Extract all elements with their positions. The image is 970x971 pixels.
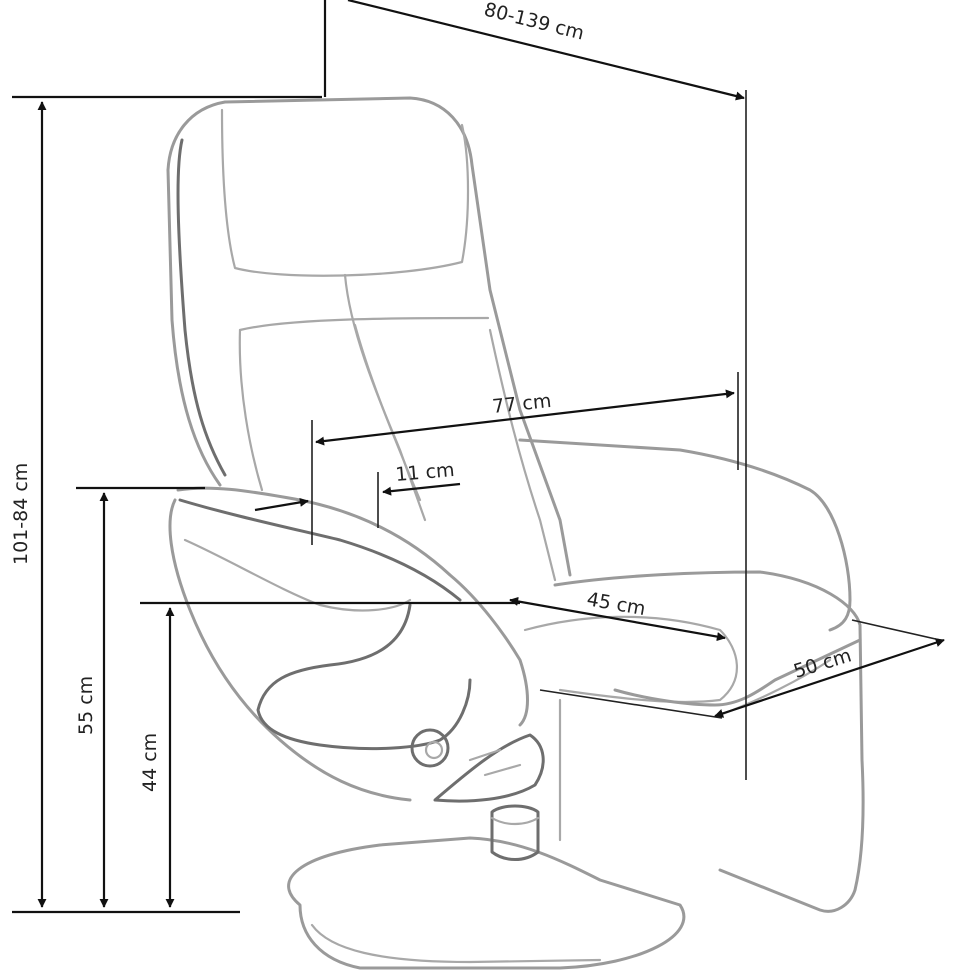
chair-back-seam-4 (488, 328, 557, 582)
seat-depth-full-arrow (315, 389, 735, 446)
dimension-lines (12, 0, 945, 914)
chair-column-top (490, 816, 540, 826)
armrest-width-arrow-left (254, 497, 309, 512)
chair-seat-front (553, 570, 865, 913)
seat-depth-full-label: 77 cm (491, 390, 552, 418)
chair-base (287, 836, 686, 970)
chair-mechanism (433, 733, 545, 803)
seat-width-ext-right (851, 619, 941, 641)
chair-back-left (166, 168, 222, 487)
chair-column (490, 804, 540, 861)
chair-arm-pad-inner (183, 538, 412, 612)
seat-width-ext-left (539, 689, 723, 719)
recliner-chair-drawing (166, 96, 865, 970)
chair-seat (518, 438, 852, 632)
chair-back-seam-1 (238, 316, 490, 332)
chair-back-side (176, 138, 227, 477)
chair-arm-panel (256, 603, 472, 751)
overall-depth-arrow (347, 0, 745, 101)
chair-back-seam-2 (238, 328, 264, 492)
seat-width-arrow (714, 638, 945, 718)
chair-mechanism-link (468, 748, 522, 777)
total-height-label: 101-84 cm (10, 463, 32, 565)
chair-lever-knob-inner (424, 740, 444, 760)
chair-armrest (176, 486, 529, 727)
armrest-width-arrow-right (382, 482, 461, 496)
armrest-width-label: 11 cm (395, 459, 456, 486)
seat-width-label: 50 cm (791, 644, 854, 682)
armrest-height-label: 55 cm (75, 676, 97, 735)
seat-height-label: 44 cm (139, 733, 161, 792)
chair-headrest (220, 108, 470, 277)
dimension-labels: 80-139 cm 101-84 cm 77 cm 11 cm 55 cm 44… (10, 0, 854, 792)
seat-depth-arrow (509, 596, 726, 642)
chair-lever-knob (410, 728, 450, 768)
chair-arm-pad (178, 498, 462, 602)
chair-seat-cushion (523, 615, 738, 704)
chair-base-rim (310, 923, 602, 964)
chair-arm-side (168, 498, 412, 802)
chair-back (166, 96, 572, 577)
